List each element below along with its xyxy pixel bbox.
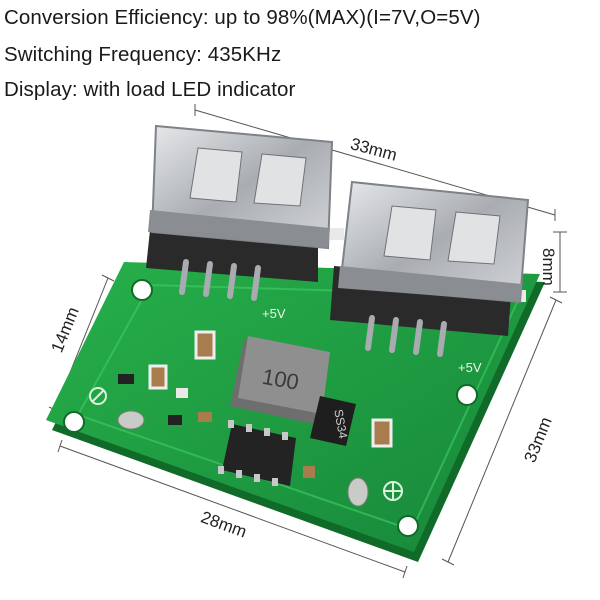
usb-port-left: +5V [146,124,334,321]
port-right-voltage: +5V [458,360,482,375]
dimension-height: 8mm [539,248,558,286]
spec-frequency: Switching Frequency: 435KHz [4,43,282,66]
port-left-voltage: +5V [262,306,286,321]
spec-display: Display: with load LED indicator [4,78,296,101]
diode: SS34 [310,396,356,446]
diode-marking: SS34 [331,408,350,440]
inductor: 100 [230,336,330,425]
smd-components [118,228,526,478]
ic-chip [218,420,296,486]
spec-efficiency: Conversion Efficiency: up to 98%(MAX)(I=… [4,6,481,29]
usb-port-right: +5V [330,180,530,375]
